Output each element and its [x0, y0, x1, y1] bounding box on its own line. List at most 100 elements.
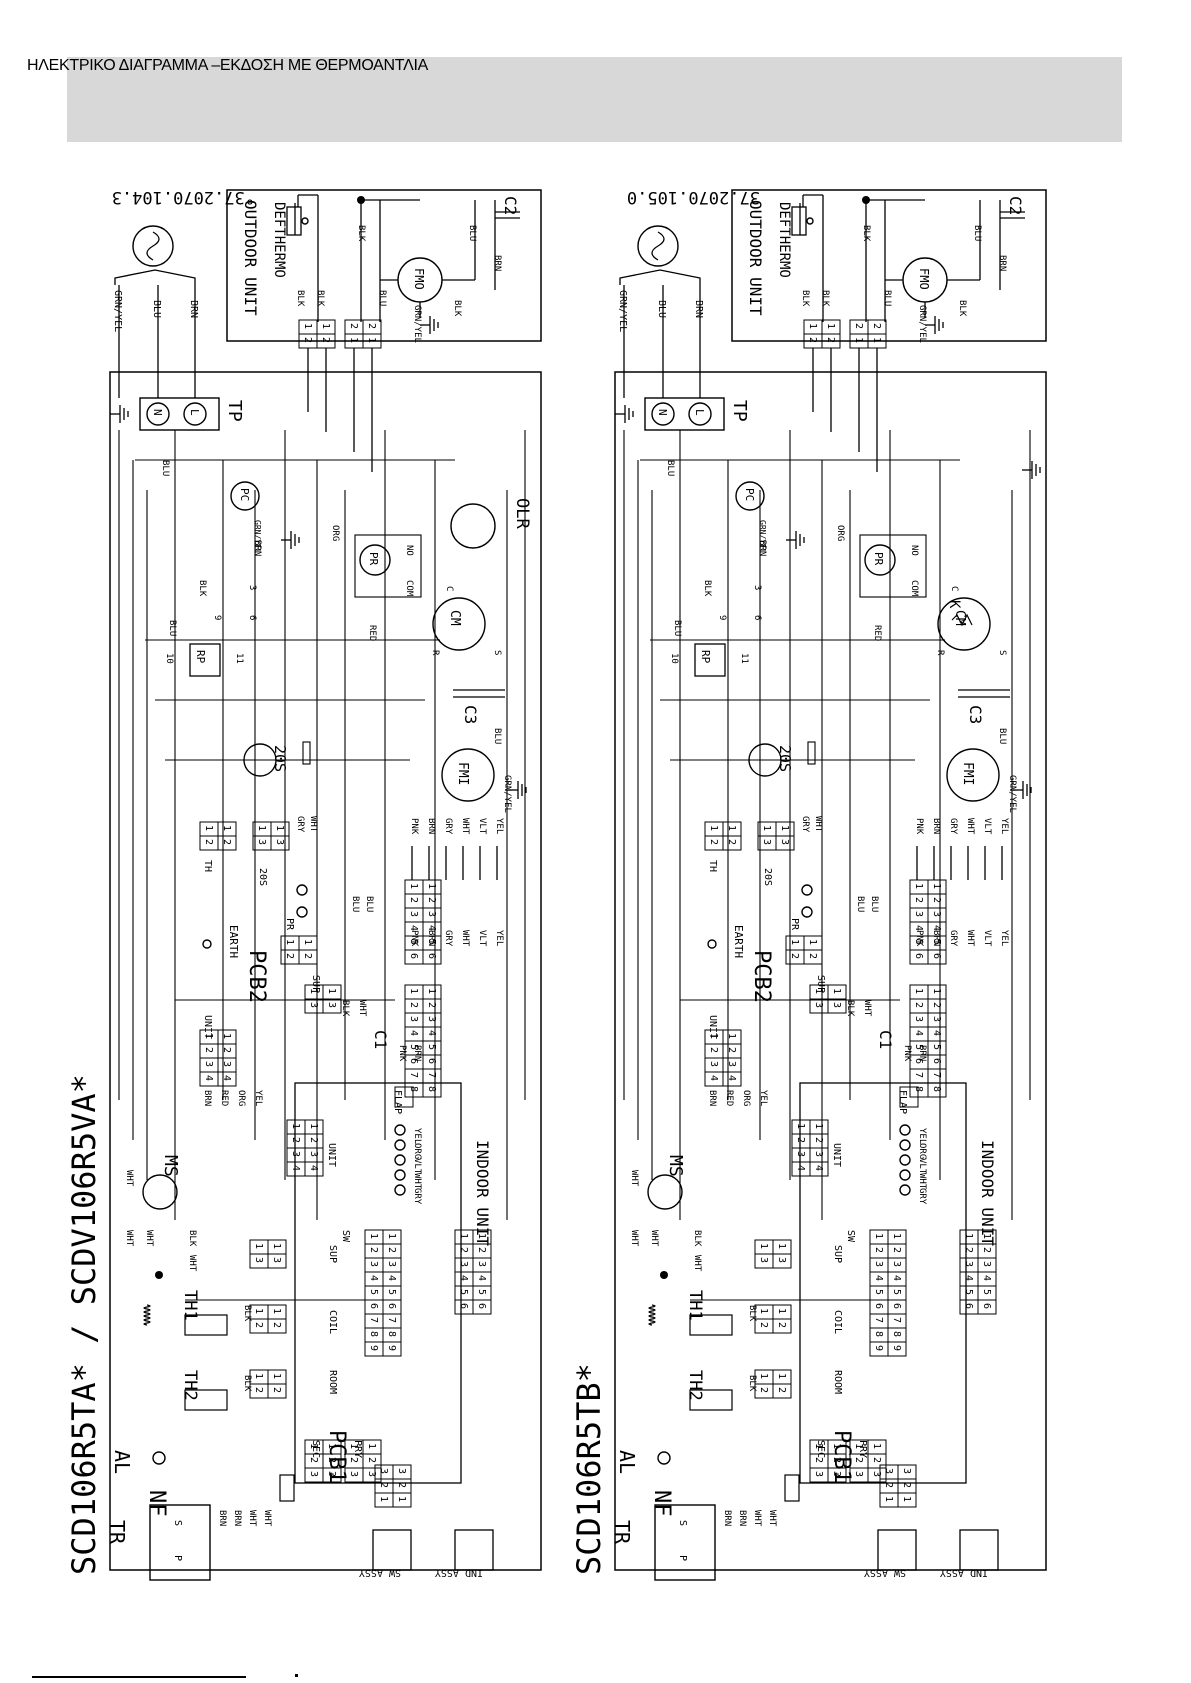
rp-relay-box [189, 643, 221, 677]
al-lamp-icon [152, 1451, 166, 1465]
terminal-number: 6 [426, 953, 437, 959]
terminal-number: 5 [476, 1289, 487, 1295]
wire-label: WHT [767, 1510, 777, 1527]
wire-label: WHT [124, 1230, 134, 1247]
tp-label: TP [224, 400, 245, 422]
terminal-number: 8 [873, 1331, 884, 1337]
wire-label: ORG [236, 1090, 246, 1106]
wire-label: BLU [882, 290, 892, 306]
c1-label: C1 [371, 1030, 390, 1049]
wire-label: BLK [692, 1230, 702, 1247]
pc-switch-icon [230, 481, 260, 511]
wire-label: GRN/YEL [412, 305, 422, 343]
terminal-number: 1 [308, 1123, 319, 1129]
unit-label: UNIT [202, 1015, 213, 1039]
terminal-number: 4 [931, 925, 942, 931]
unit-label: UNIT [326, 1143, 337, 1167]
wire-label: PNK [397, 1045, 407, 1062]
terminal-number: 2 [221, 839, 232, 845]
terminal-number: 1 [813, 1123, 824, 1129]
terminal-number: 9 [873, 1345, 884, 1351]
ms-label: MS [160, 1155, 181, 1177]
cm-label: CM [447, 610, 462, 626]
terminal-number: 5 [931, 939, 942, 945]
terminal-cell [362, 1467, 382, 1483]
terminal-number: 4 [795, 1165, 806, 1171]
flap-label: FLAP [897, 1090, 908, 1114]
terminal-number: 1 [396, 1496, 407, 1502]
20s-label: 20S [776, 745, 794, 772]
terminal-number: 1 [807, 939, 818, 945]
terminal-number: 1 [284, 939, 295, 945]
resistor-icon [648, 1304, 656, 1326]
earth-label: EARTH [227, 925, 240, 958]
terminal-number: 6 [981, 1303, 992, 1309]
wire-label: BRN [722, 1510, 732, 1526]
wire-label: RED [872, 625, 882, 641]
wiring-diagram-1: SCD106R5TA* / SCDV106R5VA*°37.2070.104.3… [65, 187, 542, 1581]
wire-label: YEL [494, 930, 504, 946]
wire-label: BLK [242, 1305, 252, 1322]
terminal-number: 9 [891, 1345, 902, 1351]
terminal-number: 1 [274, 825, 285, 831]
c2-label: C2 [1006, 196, 1025, 215]
sec-label: SEC [310, 1440, 321, 1458]
ms-label: MS [665, 1155, 686, 1177]
terminal-number: 1 [302, 323, 313, 329]
terminal-number: 1 [348, 337, 359, 343]
wire-label: WHT [629, 1170, 639, 1187]
terminal-number: 2 [963, 1247, 974, 1253]
terminal-number: 1 [408, 883, 419, 889]
sw-label: SW [340, 1230, 351, 1243]
terminal-number: 6 [368, 1303, 379, 1309]
terminal-number: 2 [708, 839, 719, 845]
wire-label: WHT [144, 1230, 154, 1247]
terminal-l-label: L [188, 409, 201, 416]
c3-label: C3 [461, 705, 480, 724]
earth-terminal [707, 939, 717, 949]
terminal-number: 2 [253, 1322, 264, 1328]
terminal-number: 5 [913, 1044, 924, 1050]
cm-compressor-icon [432, 597, 486, 651]
rp-pin: 10 [669, 653, 679, 664]
wire-label: YEL [412, 1128, 422, 1144]
terminal-cell [927, 949, 947, 965]
terminal-number: 3 [458, 1261, 469, 1267]
terminal-number: 2 [825, 337, 836, 343]
terminal-number: 3 [290, 1151, 301, 1157]
terminal-number: 4 [708, 1075, 719, 1081]
terminal-number: 2 [348, 323, 359, 329]
led-indicator [394, 1184, 406, 1196]
wire-label: BLK [197, 580, 207, 597]
olr-label: OLR [512, 498, 532, 529]
outdoor-unit-frame [226, 189, 542, 342]
wire-label: BLU [377, 290, 387, 306]
terminal-plate [139, 397, 220, 431]
terminal-number: 3 [776, 1257, 787, 1263]
nf-label: NF [649, 1490, 674, 1517]
th1-label: TH1 [180, 1290, 200, 1321]
rp-relay-box [694, 643, 726, 677]
terminal-number: 3 [831, 1002, 842, 1008]
wire-label: WHT [412, 1173, 422, 1190]
terminal-cell [217, 835, 237, 851]
terminal-number: 4 [221, 1075, 232, 1081]
room-label: ROOM [832, 1370, 843, 1394]
wire-label: BRN [426, 818, 436, 834]
terminal-number: 2 [271, 1322, 282, 1328]
terminal-number: 2 [408, 1002, 419, 1008]
rp-pin: 9 [717, 615, 727, 620]
terminal-number: 1 [795, 1123, 806, 1129]
rp-pin: 9 [212, 615, 222, 620]
tr-label: TR [610, 1520, 634, 1545]
terminal-number: 1 [813, 988, 824, 994]
fmi-label: FMI [960, 762, 975, 785]
wire-label: ORG [741, 1090, 751, 1106]
wire-label: BRN [426, 930, 436, 946]
